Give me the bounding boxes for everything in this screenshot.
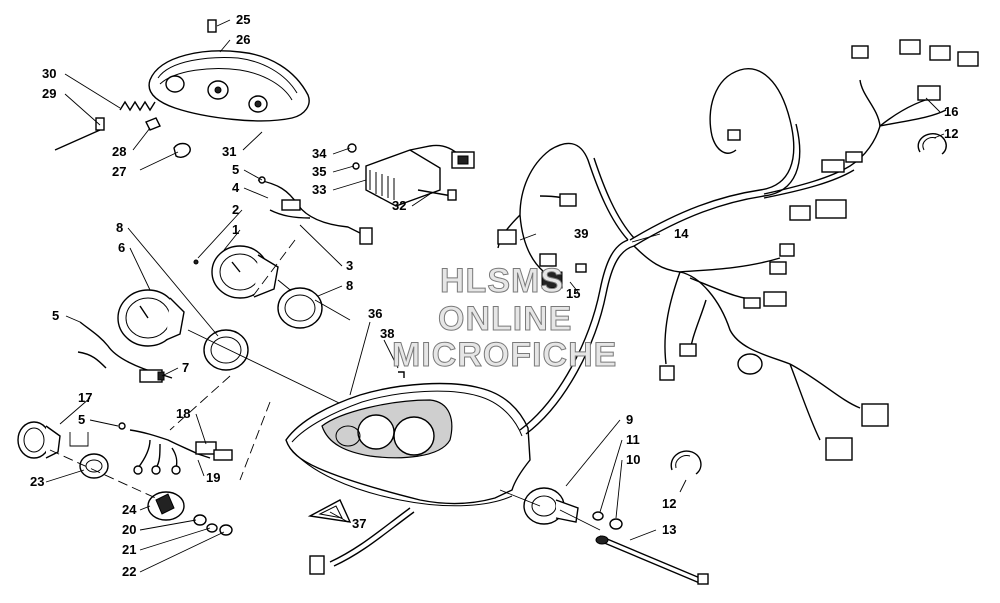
main-wire-harness-14 <box>329 68 947 567</box>
callout-5c: 5 <box>78 412 85 427</box>
callout-35: 35 <box>312 164 326 179</box>
callout-14: 14 <box>674 226 689 241</box>
callout-12b: 12 <box>662 496 676 511</box>
callout-28: 28 <box>112 144 126 159</box>
callout-36: 36 <box>368 306 382 321</box>
callout-9: 9 <box>626 412 633 427</box>
callout-labels: 25 26 30 29 28 27 31 5 4 2 1 3 8 6 5 7 1… <box>30 12 958 579</box>
leaders-mid-left <box>65 169 343 377</box>
callout-30: 30 <box>42 66 56 81</box>
callout-2: 2 <box>232 202 239 217</box>
headlight-assembly <box>54 19 310 158</box>
callout-29: 29 <box>42 86 56 101</box>
callout-20: 20 <box>122 522 136 537</box>
callout-13: 13 <box>662 522 676 537</box>
callout-32: 32 <box>392 198 406 213</box>
callout-8a: 8 <box>346 278 353 293</box>
leaders-harness <box>519 97 941 293</box>
strap-12-top <box>917 133 947 155</box>
callout-39: 39 <box>574 226 588 241</box>
leaders-lower-left <box>45 397 225 573</box>
callout-7: 7 <box>182 360 189 375</box>
indicator-24 <box>147 491 233 536</box>
dash-panel-36 <box>285 371 531 507</box>
callout-8b: 8 <box>116 220 123 235</box>
leaders-regulator <box>332 147 431 207</box>
callout-3: 3 <box>346 258 353 273</box>
callout-10: 10 <box>626 452 640 467</box>
gauge-harness-upper <box>257 176 373 245</box>
callout-21: 21 <box>122 542 136 557</box>
callout-37: 37 <box>352 516 366 531</box>
callout-4: 4 <box>232 180 240 195</box>
leaders-top-left <box>64 19 263 171</box>
callout-15: 15 <box>566 286 580 301</box>
watermark-line-2: ONLINE <box>438 300 572 338</box>
callout-17: 17 <box>78 390 92 405</box>
callout-22: 22 <box>122 564 136 579</box>
callout-18: 18 <box>176 406 190 421</box>
speedo-cable-13 <box>595 535 709 585</box>
callout-34: 34 <box>312 146 327 161</box>
ring-23 <box>79 453 109 479</box>
callout-23: 23 <box>30 474 44 489</box>
bezel-ring-8b <box>203 329 249 371</box>
callout-5b: 5 <box>52 308 59 323</box>
callout-26: 26 <box>236 32 250 47</box>
callout-11: 11 <box>626 432 640 447</box>
watermark-line-3: MICROFICHE <box>392 336 617 374</box>
seal-11-10 <box>592 511 623 530</box>
callout-6: 6 <box>118 240 125 255</box>
callout-5a: 5 <box>232 162 239 177</box>
callout-16: 16 <box>944 104 958 119</box>
strap-12-bottom <box>670 450 702 475</box>
callout-27: 27 <box>112 164 126 179</box>
warning-label-37 <box>307 499 352 523</box>
speedometer-6 <box>117 289 185 347</box>
regulator-33 <box>347 143 475 207</box>
speedo-drive-9 <box>523 487 601 531</box>
watermark: HLSMS ONLINE MICROFICHE <box>392 262 617 375</box>
bezel-ring-8 <box>277 287 323 329</box>
callout-24: 24 <box>122 502 137 517</box>
callout-33: 33 <box>312 182 326 197</box>
callout-31: 31 <box>222 144 236 159</box>
callout-19: 19 <box>206 470 220 485</box>
callout-1: 1 <box>232 222 239 237</box>
callout-38: 38 <box>380 326 394 341</box>
gauge-harness-lower <box>77 321 173 383</box>
callout-25: 25 <box>236 12 250 27</box>
callout-12a: 12 <box>944 126 958 141</box>
temp-gauge-17 <box>17 421 61 459</box>
watermark-line-1: HLSMS <box>440 262 564 300</box>
gauge-harness-17 <box>118 422 233 475</box>
harness-connectors <box>309 39 979 575</box>
